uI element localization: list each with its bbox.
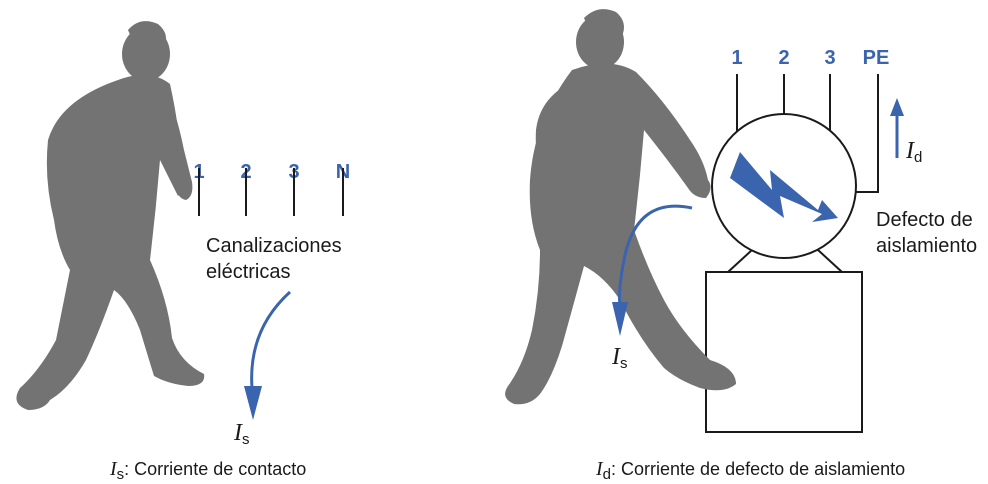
conductor-label-r1: 1 [731, 47, 742, 69]
fault-current-arrowhead [890, 98, 904, 116]
left-panel: 1 2 3 N Canalizaciones eléctricas Is Is:… [16, 21, 350, 483]
caption-right: Id: Corriente de defecto de aislamiento [595, 458, 905, 483]
fault-current-symbol: Id [905, 138, 922, 166]
left-conductors: 1 2 3 N [193, 161, 350, 216]
person-silhouette-right [505, 9, 736, 405]
person-silhouette-left [16, 21, 205, 410]
contact-current-symbol-right: Is [611, 344, 628, 372]
fault-label-line1: Defecto de [876, 209, 973, 231]
contact-current-arrowhead-right [612, 302, 628, 336]
conductor-label-r2: 2 [778, 47, 789, 69]
fault-label-line2: aislamiento [876, 235, 977, 257]
canalizaciones-label-line2: eléctricas [206, 261, 290, 283]
caption-left: Is: Corriente de contacto [109, 458, 306, 483]
contact-current-symbol-left: Is [233, 420, 250, 448]
machine-base [705, 271, 863, 433]
contact-current-arrowhead-left [244, 386, 262, 420]
contact-current-arrow-right [618, 204, 693, 307]
conductor-label-r3: 3 [824, 47, 835, 69]
contact-current-arrow-left [250, 290, 292, 389]
motor-support [727, 249, 843, 273]
fault-lightning-icon [730, 152, 838, 222]
canalizaciones-label-line1: Canalizaciones [206, 235, 342, 257]
right-panel: 1 2 3 PE Id Defecto de aislamiento Is [505, 9, 977, 483]
conductor-label-pe: PE [863, 47, 890, 69]
pe-conductor-line [852, 74, 879, 193]
